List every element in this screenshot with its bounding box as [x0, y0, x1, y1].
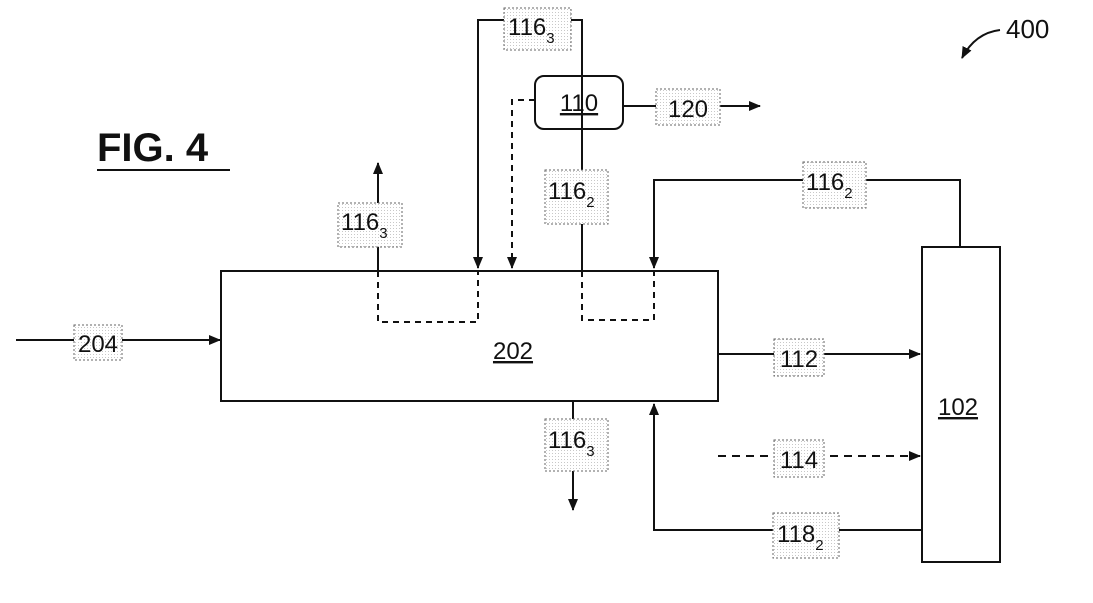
- stream-116-3-vent-label: 116: [341, 209, 379, 236]
- stream-116-2-middle-label: 116: [548, 178, 586, 205]
- stream-112-label: 112: [780, 346, 818, 373]
- block-202: [221, 271, 718, 401]
- stream-116-3-vent-sub: 3: [379, 225, 387, 242]
- stream-118-2-tag: 1182: [773, 513, 839, 558]
- stream-116-2-middle-sub: 2: [586, 194, 594, 211]
- figure-title: FIG. 4: [97, 126, 209, 170]
- stream-120-label: 120: [668, 96, 708, 123]
- stream-118-2-sub: 2: [815, 537, 823, 554]
- stream-116-2-right-label: 116: [806, 169, 844, 196]
- stream-116-2-right-sub: 2: [844, 185, 852, 202]
- stream-118-2-label: 118: [777, 521, 815, 548]
- stream-114-label: 114: [780, 447, 818, 474]
- stream-116-2-middle-tag: 1162: [545, 170, 608, 224]
- figure-ref-number: 400: [1006, 14, 1049, 44]
- ref-400-arrow: [962, 30, 1000, 58]
- stream-204-label: 204: [78, 331, 118, 358]
- stream-112-tag: 112: [774, 339, 824, 376]
- stream-116-3-top-tag: 1163: [504, 8, 571, 50]
- stream-116-3-top-sub: 3: [546, 30, 554, 47]
- block-202-label: 202: [493, 338, 533, 365]
- stream-116-2-right-tag: 1162: [803, 162, 866, 208]
- stream-114-tag: 114: [774, 440, 824, 477]
- block-110-label: 110: [560, 90, 598, 117]
- stream-116-3-top-label: 116: [508, 14, 546, 41]
- stream-116-3-bottom-sub: 3: [586, 443, 594, 460]
- stream-116-3-loop-line: [478, 20, 582, 271]
- block-202-inner-compartment-right: [582, 271, 654, 320]
- block-202-inner-compartment-left: [378, 271, 478, 322]
- stream-120-tag: 120: [656, 89, 720, 125]
- stream-116-3-bottom-label: 116: [548, 427, 586, 454]
- stream-116-3-bottom-tag: 1163: [545, 419, 608, 471]
- stream-116-3-vent-tag: 1163: [338, 203, 402, 247]
- block-102-label: 102: [938, 394, 978, 421]
- dashed-feed-line: [512, 100, 535, 268]
- stream-204-tag: 204: [74, 325, 122, 360]
